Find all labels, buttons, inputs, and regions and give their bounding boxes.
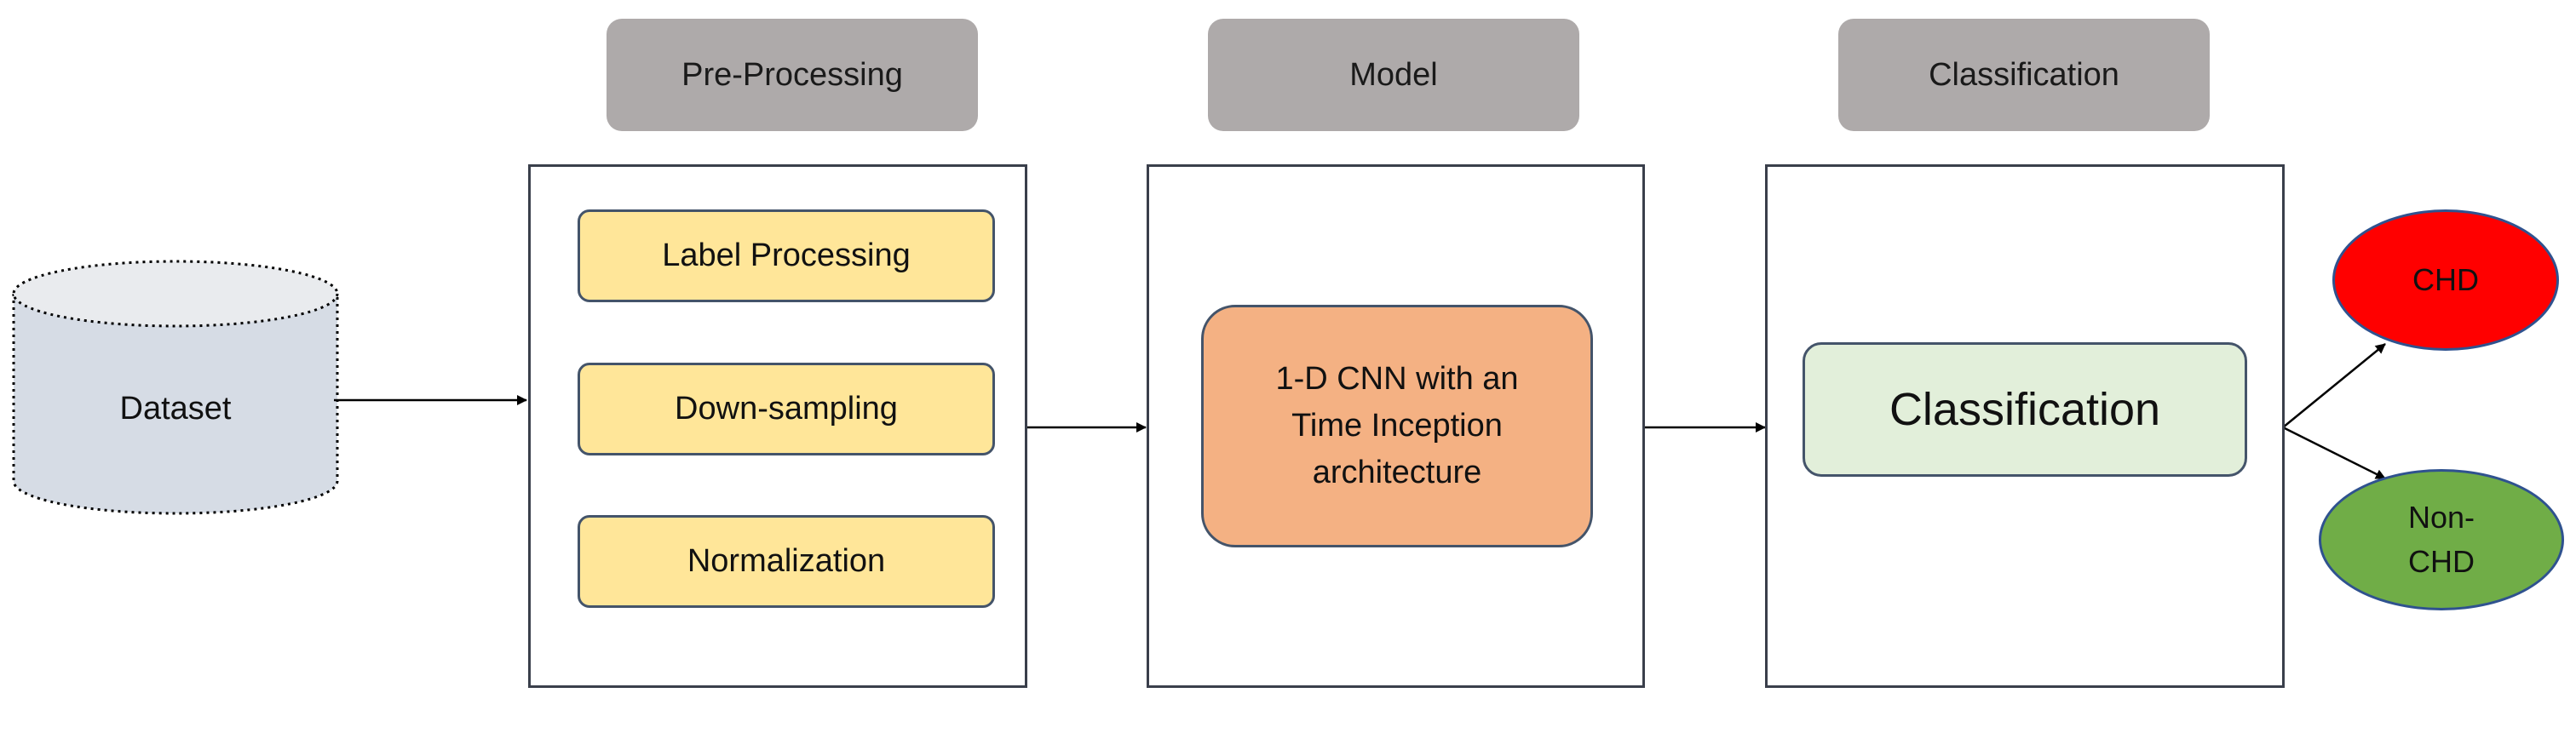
stage-header-preprocessing: Pre-Processing: [607, 19, 978, 131]
dataset-cylinder: [12, 260, 339, 515]
model-architecture-box: 1-D CNN with an Time Inception architect…: [1201, 305, 1593, 547]
dataset-label: Dataset: [119, 390, 232, 427]
stage-header-model: Model: [1208, 19, 1579, 131]
classification-box: Classification: [1803, 342, 2247, 477]
stage-header-classification: Classification: [1838, 19, 2210, 131]
arrow-classification-to-chd: [2282, 343, 2386, 428]
output-chd-oval: CHD: [2332, 209, 2559, 351]
output-non-chd-oval: Non- CHD: [2319, 469, 2564, 610]
step-label-processing: Label Processing: [578, 209, 995, 302]
arrow-classification-to-non-chd: [2282, 426, 2386, 480]
step-down-sampling: Down-sampling: [578, 363, 995, 455]
step-normalization: Normalization: [578, 515, 995, 608]
